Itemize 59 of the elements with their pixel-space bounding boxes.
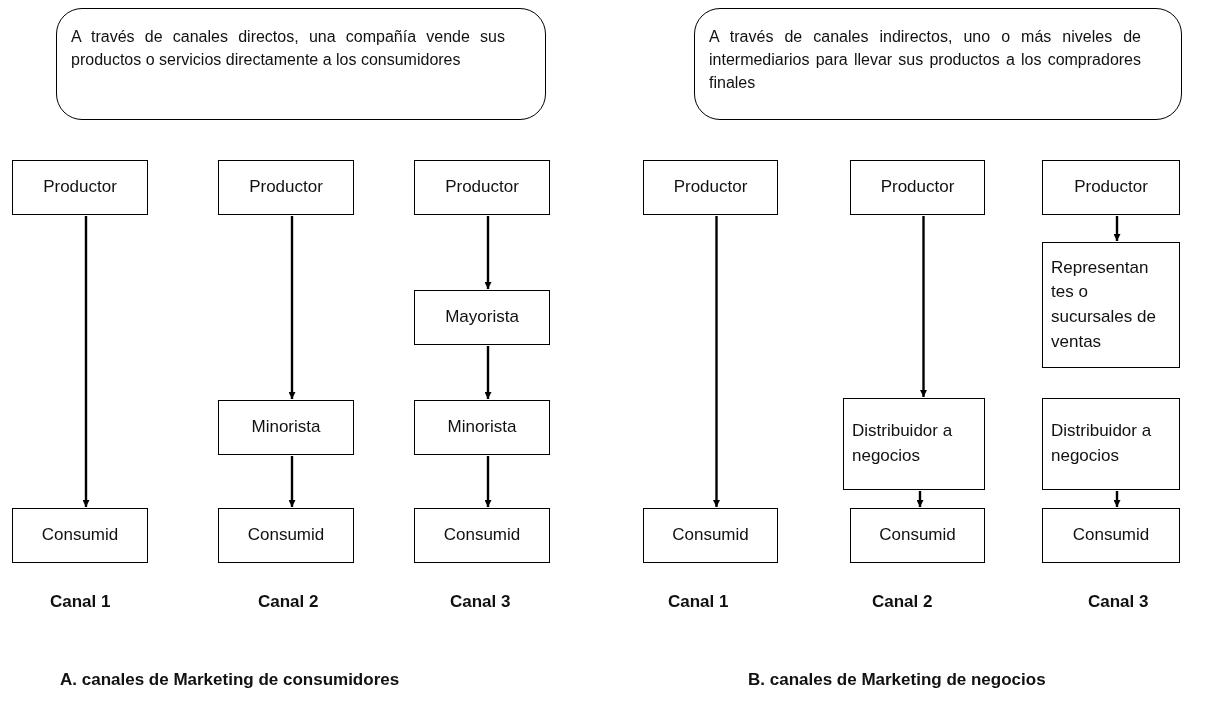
box-text: Productor — [249, 176, 323, 199]
arrow — [713, 216, 720, 507]
arrow — [484, 456, 492, 507]
box-text: Productor — [43, 176, 117, 199]
box-text: Productor — [880, 176, 955, 199]
box-text: Consumid — [672, 524, 749, 547]
box-text: Productor — [1074, 176, 1148, 199]
process-box — [414, 508, 550, 563]
arrow — [82, 216, 90, 507]
process-box — [414, 400, 550, 455]
process-box — [414, 290, 550, 345]
callout-box — [56, 8, 546, 120]
process-box — [843, 398, 985, 490]
box-text: A través de canales indirectos, uno o más niveles de intermediarios para llevar sus productos a los compradores finales — [709, 27, 1141, 94]
process-box — [12, 508, 148, 563]
arrow — [920, 216, 927, 397]
box-text: Consumid — [1072, 524, 1150, 547]
arrow — [916, 491, 924, 507]
process-box — [643, 160, 778, 215]
section-caption: A. canales de Marketing de consumidores — [60, 670, 400, 690]
box-text: Productor — [673, 176, 748, 199]
section-caption: B. canales de Marketing de negocios — [748, 670, 1046, 690]
channel-label: Canal 3 — [1088, 592, 1149, 612]
arrow — [484, 216, 492, 289]
process-box — [1042, 398, 1180, 490]
box-text: Minorista — [447, 416, 517, 439]
arrow — [1113, 491, 1121, 507]
box-text: Consumid — [41, 524, 119, 547]
box-text: Consumid — [443, 524, 521, 547]
arrow — [288, 456, 296, 507]
process-box — [218, 160, 354, 215]
box-text: Distribuidor a negocios — [852, 420, 954, 467]
process-box — [1042, 160, 1180, 215]
process-box — [1042, 508, 1180, 563]
channel-label: Canal 1 — [668, 592, 729, 612]
arrow — [484, 346, 492, 399]
process-box — [12, 160, 148, 215]
arrow — [1113, 216, 1121, 241]
channel-label: Canal 2 — [258, 592, 319, 612]
process-box — [850, 508, 985, 563]
callout-box — [694, 8, 1182, 120]
box-text: Distribuidor a negocios — [1051, 420, 1153, 467]
process-box — [643, 508, 778, 563]
box-text: Representan tes o sucursales de ventas — [1051, 256, 1157, 353]
arrow — [288, 216, 296, 399]
box-text: A través de canales directos, una compañía vende sus productos o servicios directamente a los consumidores — [71, 27, 505, 71]
process-box — [414, 160, 550, 215]
channel-label: Canal 1 — [50, 592, 111, 612]
process-box — [218, 400, 354, 455]
box-text: Consumid — [879, 524, 956, 547]
box-text: Consumid — [247, 524, 325, 547]
channel-label: Canal 2 — [872, 592, 933, 612]
box-text: Minorista — [251, 416, 321, 439]
channel-label: Canal 3 — [450, 592, 511, 612]
box-text: Productor — [445, 176, 519, 199]
process-box — [218, 508, 354, 563]
box-text: Mayorista — [445, 306, 519, 329]
process-box — [1042, 242, 1180, 368]
process-box — [850, 160, 985, 215]
